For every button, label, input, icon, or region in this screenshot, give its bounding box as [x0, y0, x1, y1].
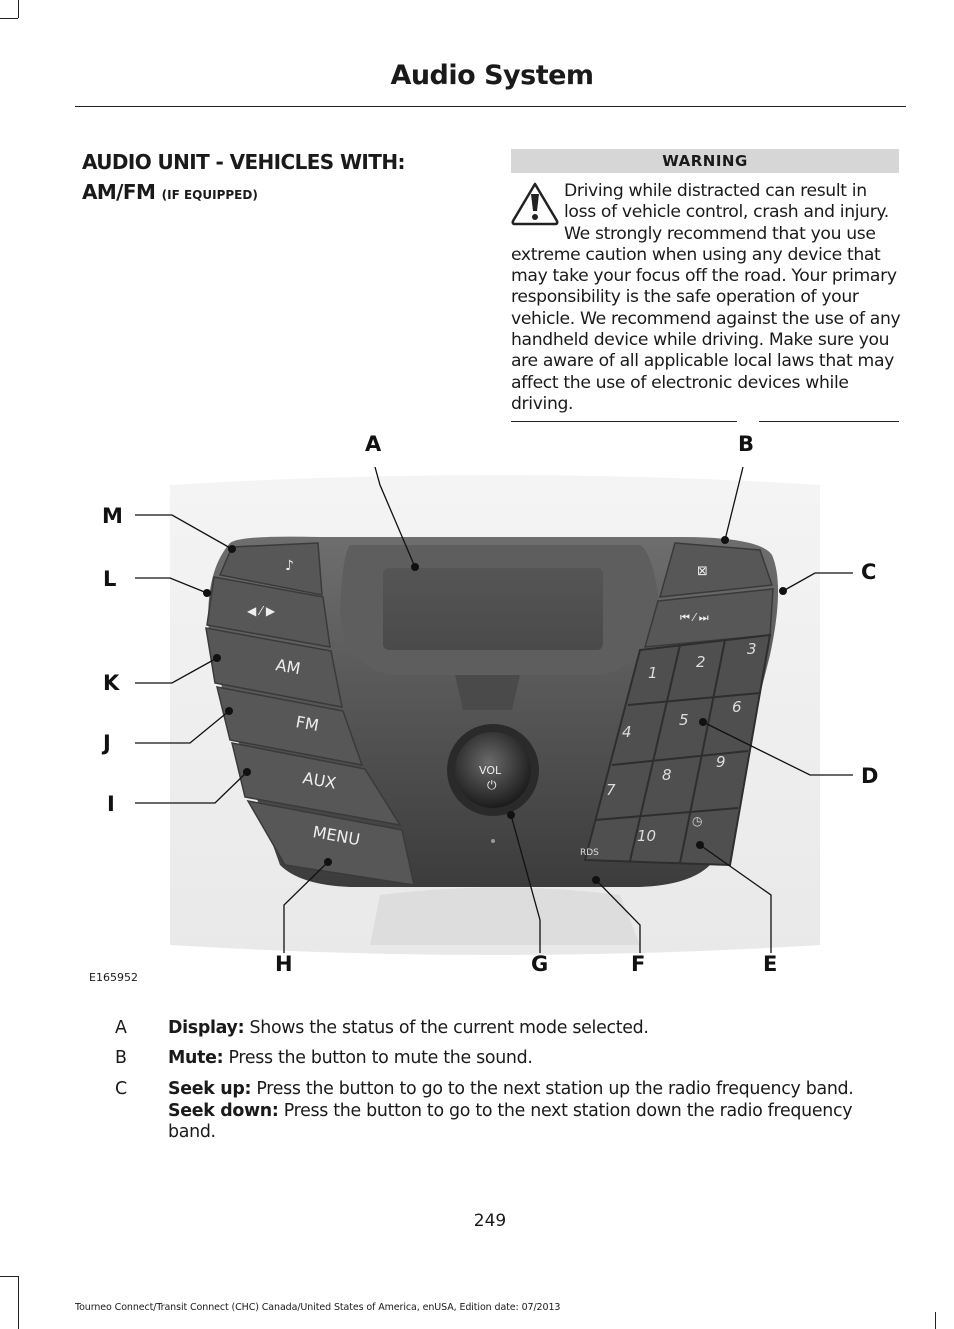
callout-f: F [631, 952, 645, 976]
tune-arrows-icon: ◀ ⁄ ▶ [247, 604, 276, 618]
clock-icon: ◷ [692, 814, 703, 828]
seek-icon: ⏮ ⁄ ⏭ [680, 611, 709, 624]
callout-lines [135, 466, 853, 953]
callout-j: J [101, 731, 111, 755]
preset-7: 7 [606, 781, 616, 799]
volume-knob-label: VOL [479, 764, 502, 777]
definition-letter: A [115, 1018, 127, 1038]
callout-k: K [103, 671, 120, 695]
callout-dots [203, 536, 787, 884]
preset-keypad [583, 633, 772, 867]
definition-text: Display: Shows the status of the current… [168, 1018, 900, 1040]
preset-4: 4 [622, 723, 632, 741]
fm-button-label: FM [294, 712, 320, 735]
callout-a: A [365, 432, 382, 456]
warning-rule [511, 421, 737, 422]
section-title-main: AUDIO UNIT - VEHICLES WITH: AM/FM [82, 150, 405, 204]
preset-2: 2 [696, 653, 706, 671]
callout-l: L [103, 567, 116, 591]
warning-text: Driving while distracted can result in l… [511, 181, 901, 414]
crop-mark [0, 18, 18, 19]
callout-b: B [738, 432, 754, 456]
section-title-note: (IF EQUIPPED) [161, 188, 258, 202]
rds-button-label: RDS [580, 848, 599, 858]
definition-body: Press the button to mute the sound. [223, 1048, 533, 1068]
definition-term: Seek down: [168, 1100, 279, 1121]
crop-mark [0, 1276, 18, 1277]
definition-text: Mute: Press the button to mute the sound… [168, 1048, 900, 1070]
definition-body: Press the button to go to the next stati… [251, 1079, 854, 1099]
preset-10: 10 [637, 827, 656, 845]
callout-g: G [531, 952, 548, 976]
callout-d: D [861, 764, 878, 788]
left-button-column [205, 542, 415, 886]
warning-rule [759, 421, 899, 422]
am-button-label: AM [274, 655, 302, 678]
callout-c: C [861, 560, 876, 584]
warning-box: Driving while distracted can result in l… [511, 181, 901, 415]
page-header-title: Audio System [390, 60, 594, 91]
display-screen [383, 568, 603, 650]
preset-1: 1 [648, 664, 658, 682]
mute-icon: ⊠ [697, 564, 708, 579]
audio-unit-figure: ♪ ◀ ⁄ ▶ AM FM AUX MENU ⊠ ⏮ ⁄ ⏭ 1 2 3 4 5… [101, 432, 878, 976]
definition-letter: C [115, 1079, 127, 1099]
definition-term: Mute: [168, 1048, 224, 1068]
preset-3: 3 [747, 640, 757, 658]
definition-letter: B [115, 1048, 127, 1068]
definition-term: Display: [168, 1018, 245, 1038]
callout-i: I [107, 792, 115, 816]
section-title: AUDIO UNIT - VEHICLES WITH: AM/FM (IF EQ… [82, 147, 482, 210]
crop-mark [18, 0, 19, 18]
music-note-icon: ♪ [285, 558, 294, 574]
right-button-column [643, 542, 774, 648]
warning-heading: WARNING [511, 149, 899, 173]
header-rule [75, 106, 906, 107]
crop-mark [18, 1276, 19, 1329]
preset-8: 8 [662, 766, 672, 784]
definition-text: Seek up: Press the button to go to the n… [168, 1079, 900, 1144]
page-number: 249 [473, 1211, 507, 1231]
volume-knob [455, 732, 531, 808]
crop-mark [935, 1312, 936, 1329]
callout-h: H [275, 952, 293, 976]
definition-body: Shows the status of the current mode sel… [244, 1018, 649, 1038]
preset-6: 6 [732, 698, 742, 716]
cd-slot [455, 675, 520, 710]
definition-body: Press the button to go to the next stati… [168, 1100, 853, 1143]
preset-5: 5 [679, 711, 689, 729]
mic-hole [491, 839, 495, 843]
preset-9: 9 [716, 753, 726, 771]
callout-e: E [763, 952, 777, 976]
figure-id: E165952 [89, 971, 138, 984]
callout-m: M [102, 504, 123, 528]
dashboard-vent [370, 887, 640, 945]
warning-triangle-icon [511, 182, 559, 226]
power-icon: ⏻ [487, 778, 497, 792]
definition-term: Seek up: [168, 1079, 252, 1099]
page-footer: Tourneo Connect/Transit Connect (CHC) Ca… [75, 1302, 561, 1313]
